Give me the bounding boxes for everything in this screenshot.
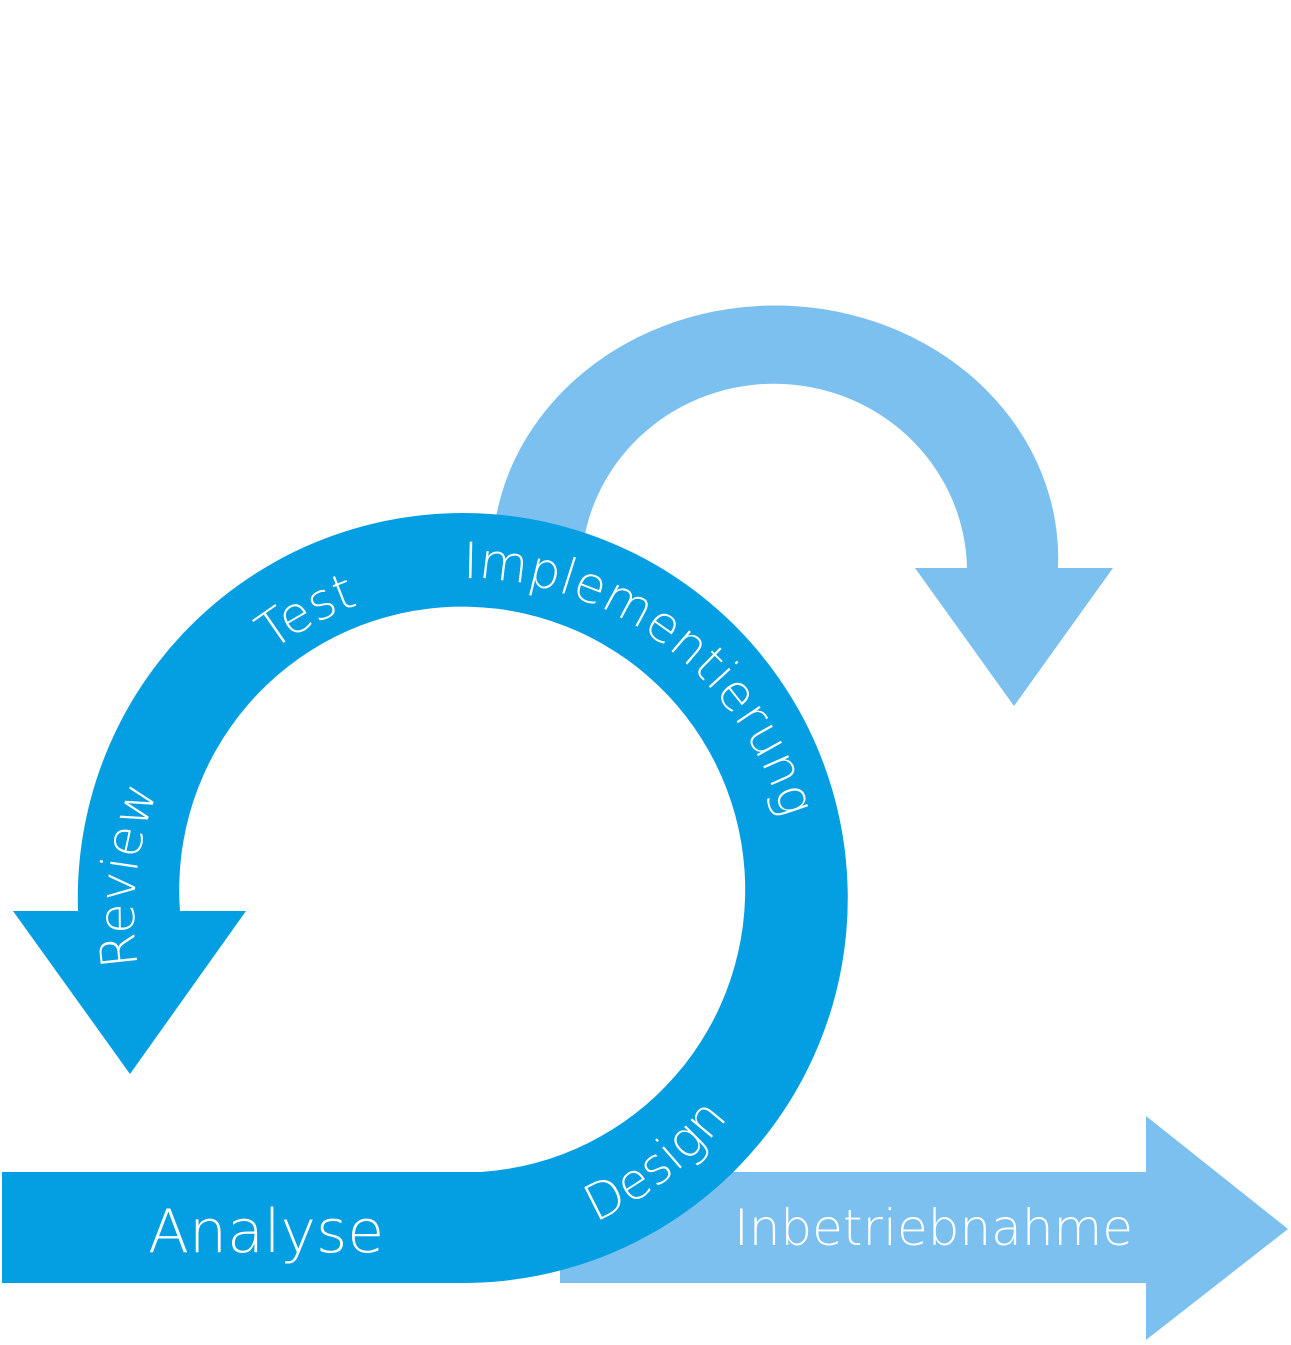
return-loop-arrow xyxy=(494,305,1113,706)
main-cycle-arrow xyxy=(2,513,848,1283)
stage-label-inbetriebnahme: Inbetriebnahme xyxy=(734,1199,1133,1257)
inbetriebnahme-arrow xyxy=(560,1116,1288,1340)
stage-label-analyse: Analyse xyxy=(148,1197,384,1267)
